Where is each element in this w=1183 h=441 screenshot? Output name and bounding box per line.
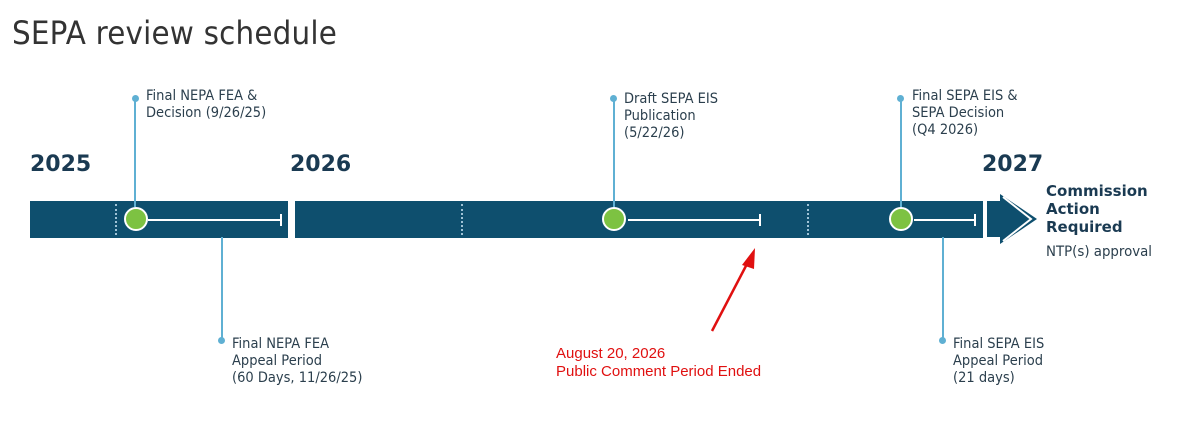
ntp-approval-label: NTP(s) approval [1046, 244, 1153, 260]
milestone-stem [900, 99, 902, 207]
milestone-final-nepa-fea [124, 207, 148, 231]
label-final-sepa-appeal: Final SEPA EIS Appeal Period (21 days) [953, 336, 1045, 386]
label-draft-sepa-eis: Draft SEPA EIS Publication (5/22/26) [624, 91, 719, 141]
stem-dot [218, 337, 225, 344]
milestone-stem [942, 237, 944, 339]
appeal-period-line [148, 219, 281, 221]
quarter-divider [807, 204, 809, 235]
stem-dot [132, 95, 139, 102]
appeal-period-end [974, 214, 976, 226]
appeal-period-line [914, 219, 975, 221]
year-label-2027: 2027 [982, 152, 1044, 177]
label-final-nepa-fea: Final NEPA FEA & Decision (9/26/25) [146, 88, 267, 121]
milestone-stem [221, 237, 223, 339]
stem-dot [897, 95, 904, 102]
quarter-divider [461, 204, 463, 235]
year-label-2025: 2025 [30, 152, 92, 177]
milestone-stem [134, 99, 136, 207]
appeal-period-end [280, 214, 282, 226]
label-final-sepa-eis: Final SEPA EIS & SEPA Decision (Q4 2026) [912, 88, 1018, 138]
year-label-2026: 2026 [290, 152, 352, 177]
milestone-draft-sepa-eis [602, 207, 626, 231]
comment-period-end [759, 214, 761, 226]
page-title: SEPA review schedule [12, 14, 337, 52]
annotation-comment-period-ended: August 20, 2026 Public Comment Period En… [556, 345, 762, 380]
milestone-final-sepa-eis [889, 207, 913, 231]
stem-dot [939, 337, 946, 344]
milestone-stem [613, 99, 615, 207]
commission-action-label: Commission Action Required [1046, 182, 1148, 236]
comment-period-line [628, 219, 760, 221]
quarter-divider [115, 204, 117, 235]
label-final-nepa-appeal: Final NEPA FEA Appeal Period (60 Days, 1… [232, 336, 363, 386]
stem-dot [610, 95, 617, 102]
